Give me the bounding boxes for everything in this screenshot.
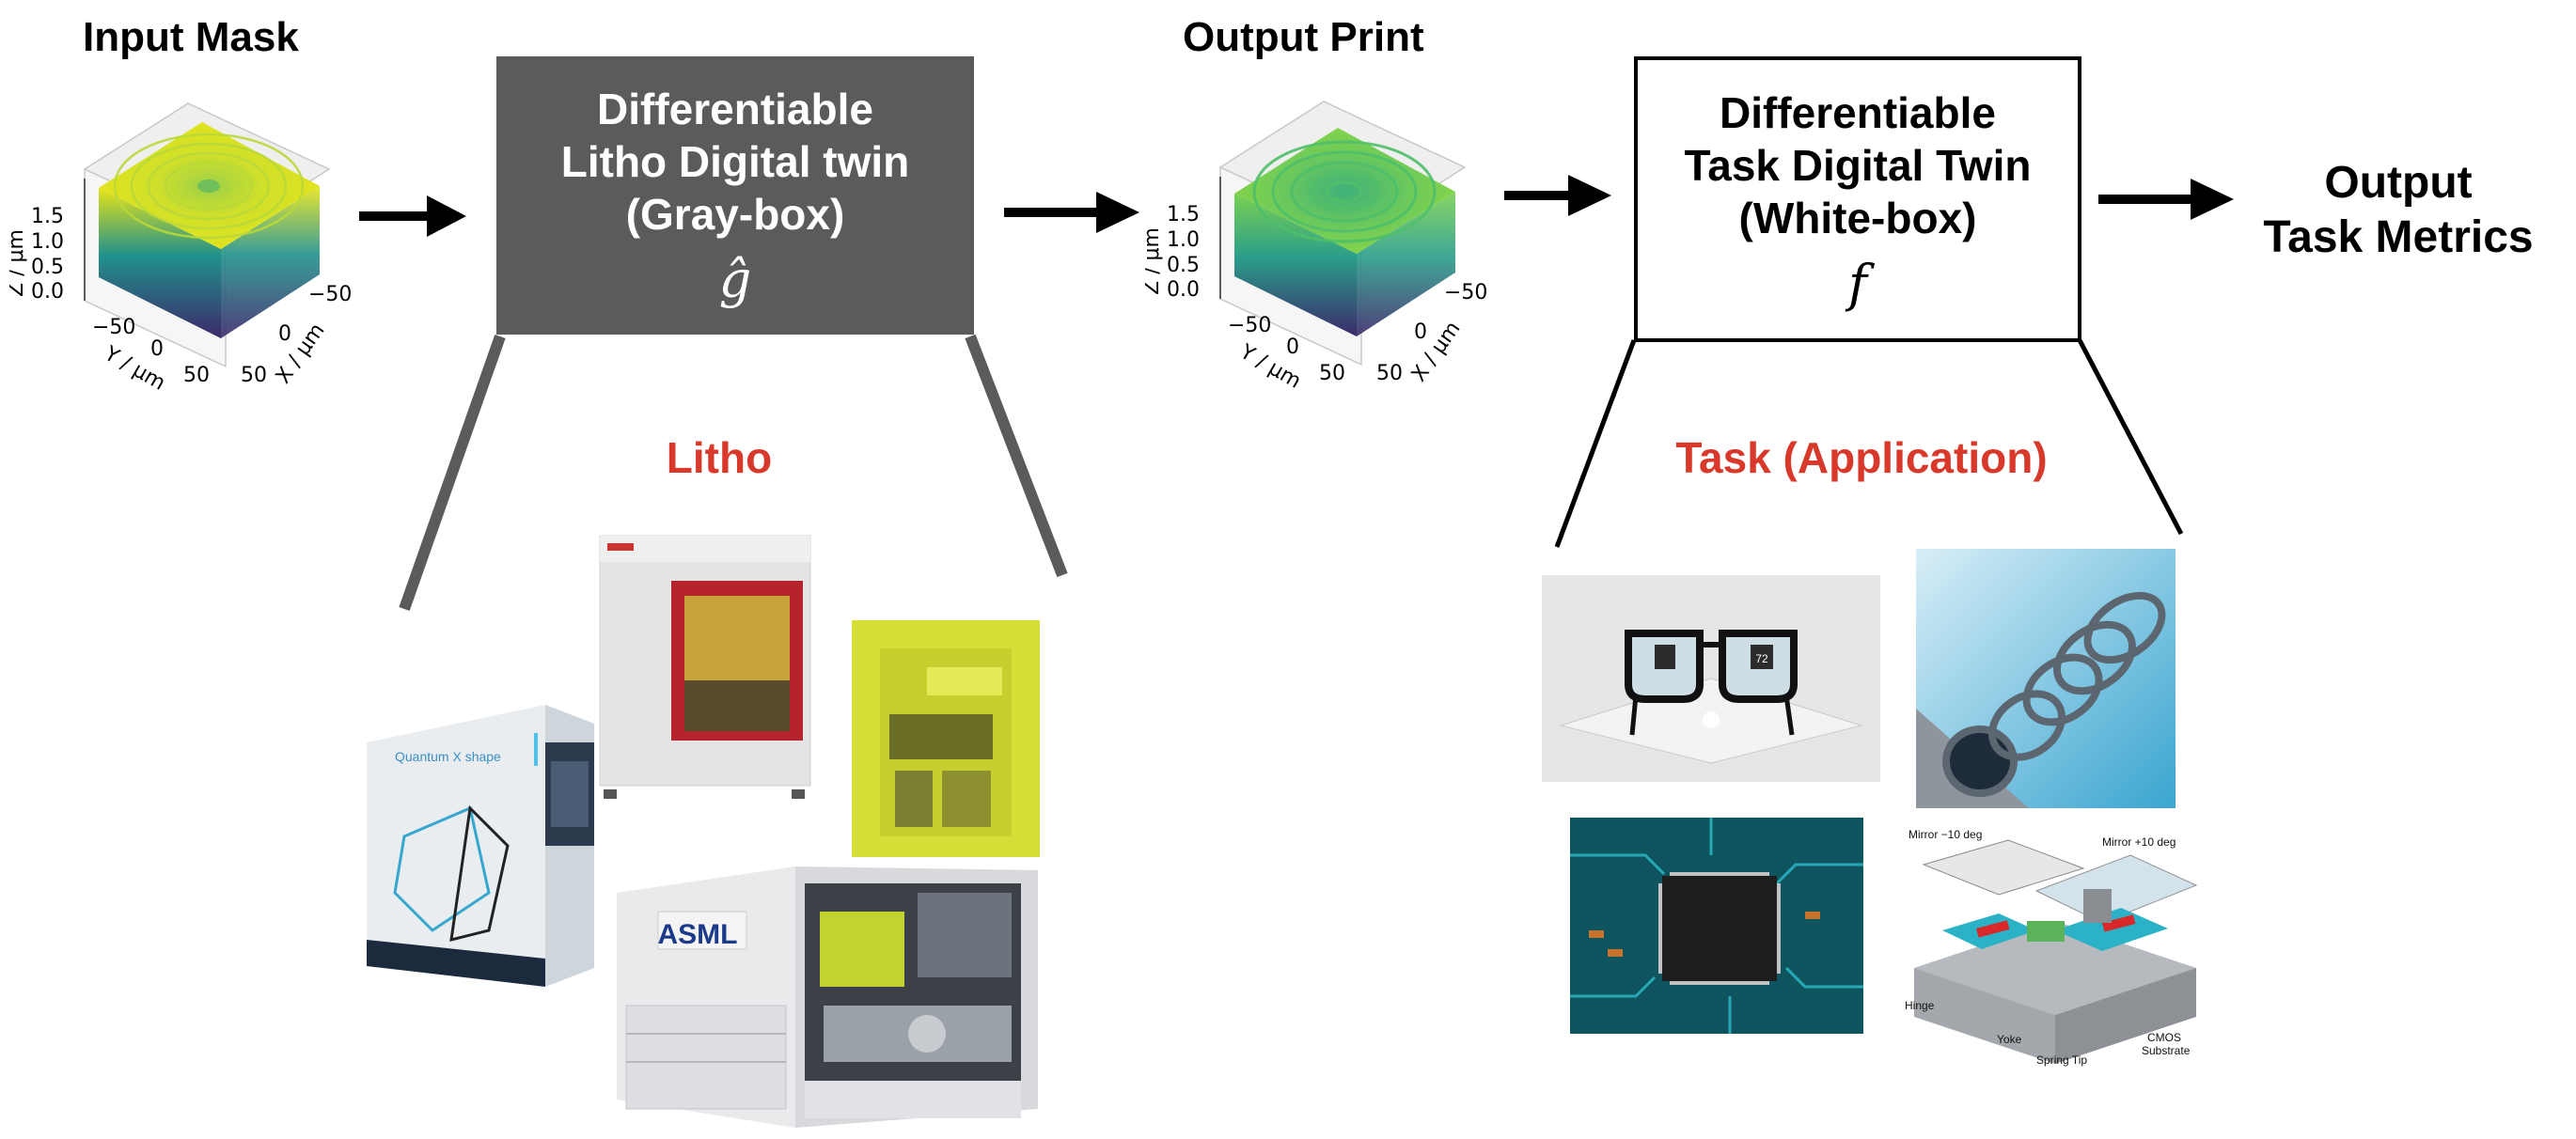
print-y-tick-0: −50: [1228, 314, 1271, 337]
mems-substrate: Substrate: [2142, 1044, 2191, 1057]
mems-yoke: Yoke: [1997, 1033, 2022, 1046]
surface-rings: [113, 133, 305, 240]
surface-left-side: [99, 188, 221, 338]
task-box-symbol: f: [1848, 253, 1867, 313]
input-mask-title: Input Mask: [83, 14, 299, 60]
print-z-tick-0: 0.0: [1167, 278, 1200, 302]
z-tick-2: 1.0: [31, 230, 64, 254]
x-tick-0: −50: [308, 283, 352, 306]
arrow-task-to-metrics: [2098, 179, 2234, 220]
print-surface-left-side: [1234, 194, 1357, 336]
glasses-display-number: 72: [1755, 652, 1768, 665]
task-box-line1: Differentiable: [1720, 87, 1996, 137]
cpu-chip-photo: [1570, 818, 1863, 1034]
yellow-lab-equipment-photo: [852, 620, 1040, 857]
arrow-mask-to-litho: [359, 195, 466, 237]
metrics-line2: Task Metrics: [2263, 212, 2534, 262]
print-x-tick-0: −50: [1444, 281, 1487, 304]
print-y-tick-2: 50: [1319, 362, 1345, 385]
z-tick-3: 1.5: [31, 205, 64, 228]
print-y-tick-1: 0: [1286, 335, 1299, 359]
mems-spring-tip: Spring Tip: [2036, 1053, 2087, 1067]
print-x-tick-1: 0: [1414, 320, 1427, 344]
x-tick-2: 50: [241, 364, 267, 387]
arrow-print-to-task: [1504, 175, 1611, 216]
metrics-line1: Output: [2324, 158, 2473, 208]
litho-label: Litho: [666, 433, 773, 482]
dmd-mems-diagram: Mirror −10 deg Mirror +10 deg Hinge Yoke…: [1895, 818, 2215, 1073]
input-mask-plot: 0.0 0.5 1.0 1.5 Z / μm −50 0 50 Y / μm −…: [9, 102, 352, 395]
arrow-litho-to-print: [1004, 192, 1139, 233]
asml-logo-text: ASML: [658, 919, 738, 950]
y-tick-0: −50: [92, 316, 135, 339]
print-surface-top: [1234, 128, 1455, 254]
print-z-tick-2: 1.0: [1167, 228, 1200, 252]
task-box-line3: (White-box): [1738, 193, 1977, 242]
lens-stack-photo: [1916, 549, 2175, 808]
y-tick-1: 0: [150, 337, 164, 361]
task-digital-twin-box: Differentiable Task Digital Twin (White-…: [1634, 56, 2081, 342]
litho-digital-twin-box: Differentiable Litho Digital twin (Gray-…: [496, 56, 974, 335]
surface-right-side: [221, 186, 320, 338]
print-surface-rings: [1252, 140, 1437, 243]
litho-box-line3: (Gray-box): [625, 189, 845, 239]
mems-mirror-left: Mirror −10 deg: [1908, 828, 1982, 841]
y-tick-2: 50: [183, 364, 210, 387]
output-task-metrics: Output Task Metrics: [2243, 156, 2553, 265]
task-label: Task (Application): [1675, 433, 2048, 482]
output-print-plot: 0.0 0.5 1.0 1.5 Z / μm −50 0 50 Y / μm −…: [1145, 101, 1487, 393]
z-tick-0: 0.0: [31, 280, 64, 304]
print-z-tick-3: 1.5: [1167, 203, 1200, 226]
output-print-title: Output Print: [1183, 14, 1424, 60]
ar-glasses-photo: 72: [1542, 575, 1880, 782]
asml-scanner-photo: ASML: [617, 866, 1038, 1128]
mems-cmos: CMOS: [2147, 1031, 2181, 1044]
litho-box-line2: Litho Digital twin: [560, 136, 910, 186]
print-surface-right-side: [1357, 192, 1455, 336]
cabinet-printer-photo: [599, 535, 811, 799]
task-box-line2: Task Digital Twin: [1684, 140, 2032, 190]
litho-box-line1: Differentiable: [597, 84, 873, 133]
litho-box-symbol: ĝ: [718, 249, 752, 309]
nanoscribe-brand: Quantum X shape: [395, 749, 501, 764]
print-z-axis-label: Z / μm: [1145, 227, 1164, 295]
print-x-tick-2: 50: [1376, 362, 1403, 385]
print-z-tick-1: 0.5: [1167, 254, 1200, 277]
x-tick-1: 0: [278, 322, 291, 346]
mems-mirror-right: Mirror +10 deg: [2102, 835, 2175, 849]
nanoscribe-printer-photo: Quantum X shape: [367, 705, 594, 987]
z-axis-label: Z / μm: [9, 229, 28, 297]
z-tick-1: 0.5: [31, 256, 64, 279]
mems-hinge: Hinge: [1905, 999, 1935, 1012]
